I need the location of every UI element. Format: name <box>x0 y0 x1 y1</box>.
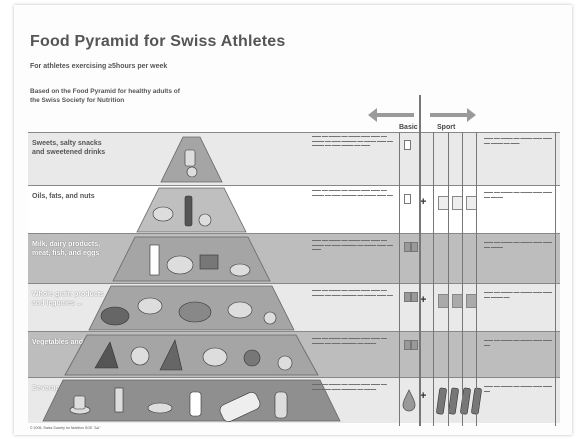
column-divider <box>555 132 556 426</box>
basic-portion-marker <box>411 292 418 302</box>
basic-portion-marker <box>404 140 411 150</box>
sport-desc-beverages: ▬▬▬ ▬▬ ▬▬▬▬ ▬▬ ▬▬▬▬ ▬▬▬ ▬▬▬ ▬▬ <box>484 384 554 418</box>
desc-vegetables: ▬▬▬ ▬▬ ▬▬▬▬ ▬▬ ▬▬▬▬ ▬▬▬ ▬▬▬ ▬▬ ▬▬▬▬ ▬▬ ▬… <box>312 336 396 372</box>
column-divider <box>433 132 434 426</box>
desc-oils: ▬▬▬ ▬▬ ▬▬▬▬ ▬▬ ▬▬▬▬ ▬▬▬ ▬▬▬ ▬▬ ▬▬▬▬ ▬▬ ▬… <box>312 188 396 226</box>
basic-portion-marker <box>404 242 411 252</box>
sport-desc-dairy: ▬▬▬ ▬▬ ▬▬▬▬ ▬▬ ▬▬▬▬ ▬▬▬ ▬▬▬ ▬▬ ▬▬▬▬ <box>484 240 554 276</box>
column-divider <box>476 132 477 426</box>
copyright-footer: © 2005, Swiss Society for Nutrition SGE … <box>30 426 100 430</box>
desc-beverages: ▬▬▬ ▬▬ ▬▬▬▬ ▬▬ ▬▬▬▬ ▬▬▬ ▬▬▬ ▬▬ ▬▬▬▬ ▬▬ ▬… <box>312 382 396 418</box>
desc-sweets: ▬▬▬ ▬▬ ▬▬▬▬ ▬▬ ▬▬▬▬ ▬▬▬ ▬▬▬ ▬▬ ▬▬▬▬ ▬▬ ▬… <box>312 134 396 178</box>
basic-portion-marker <box>411 242 418 252</box>
basic-portion-marker <box>404 340 411 350</box>
desc-grains: ▬▬▬ ▬▬ ▬▬▬▬ ▬▬ ▬▬▬▬ ▬▬▬ ▬▬▬ ▬▬ ▬▬▬▬ ▬▬ ▬… <box>312 288 396 326</box>
sport-desc-oils: ▬▬▬ ▬▬ ▬▬▬▬ ▬▬ ▬▬▬▬ ▬▬▬ ▬▬▬ ▬▬ ▬▬▬▬ <box>484 190 554 226</box>
column-divider <box>399 132 400 426</box>
sport-desc-grains: ▬▬▬ ▬▬ ▬▬▬▬ ▬▬ ▬▬▬▬ ▬▬▬ ▬▬▬ ▬▬ ▬▬▬▬ ▬▬ <box>484 290 554 326</box>
sport-desc-vegetables: ▬▬▬ ▬▬ ▬▬▬▬ ▬▬ ▬▬▬▬ ▬▬▬ ▬▬▬ ▬▬ <box>484 338 554 372</box>
desc-dairy: ▬▬▬ ▬▬ ▬▬▬▬ ▬▬ ▬▬▬▬ ▬▬▬ ▬▬▬ ▬▬ ▬▬▬▬ ▬▬ ▬… <box>312 238 396 278</box>
column-divider <box>448 132 449 426</box>
basic-portion-marker <box>411 340 418 350</box>
sport-desc-sweets: ▬▬▬ ▬▬ ▬▬▬▬ ▬▬ ▬▬▬▬ ▬▬▬ ▬▬▬ ▬▬ ▬▬▬▬ ▬▬ ▬… <box>484 136 554 176</box>
column-divider <box>462 132 463 426</box>
basic-portion-marker <box>404 194 411 204</box>
basic-portion-marker <box>404 292 411 302</box>
basic-sport-divider <box>419 95 421 426</box>
water-drop-icon <box>402 388 416 412</box>
